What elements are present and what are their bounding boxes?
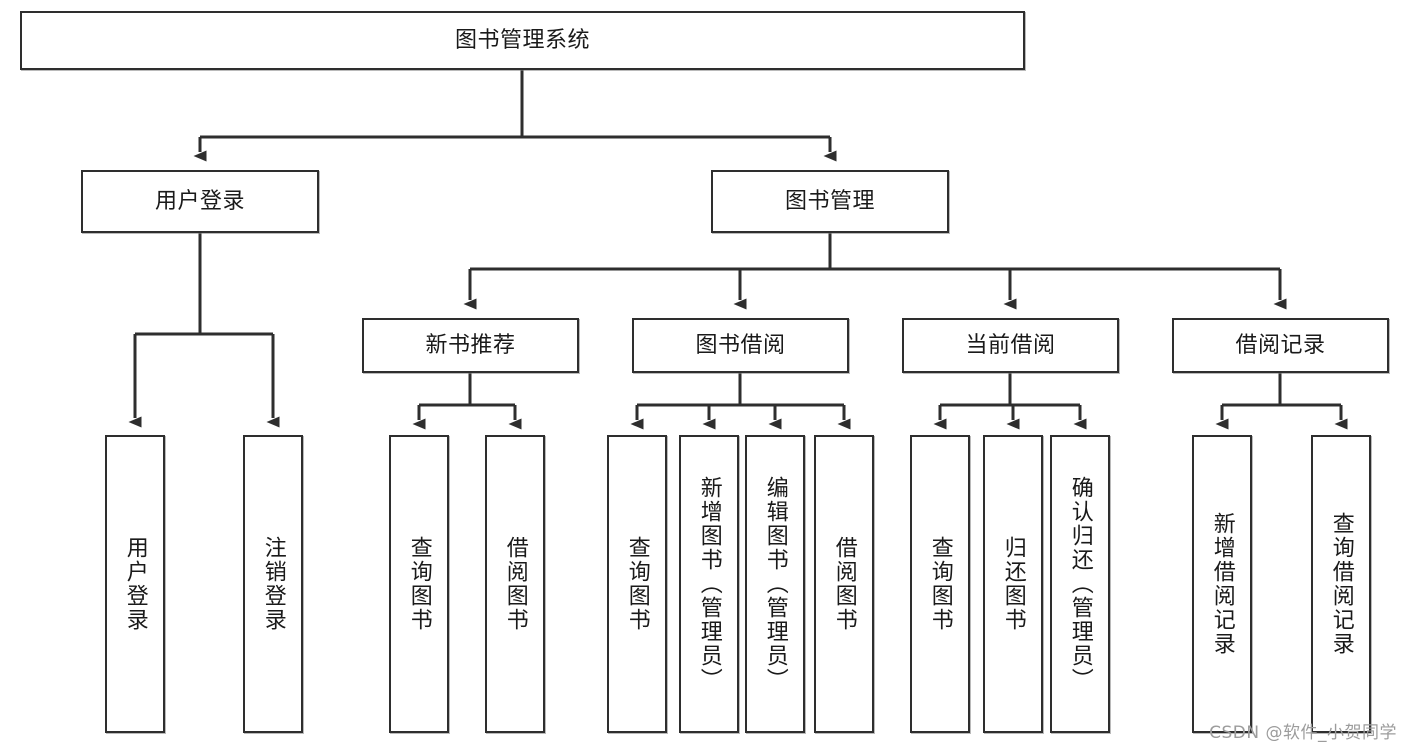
leaf-label: 借阅图书	[502, 536, 528, 632]
leaf-label: 新增借阅记录	[1209, 512, 1235, 656]
node-new-book-recommend[interactable]: 新书推荐	[362, 318, 579, 373]
leaf-label: 借阅图书	[831, 536, 857, 632]
leaf-label: 用户登录	[122, 536, 148, 632]
leaf-query-book-3[interactable]: 查询图书	[910, 435, 970, 733]
leaf-label: 注销登录	[260, 536, 286, 632]
node-borrow-record[interactable]: 借阅记录	[1172, 318, 1389, 373]
node-root-system[interactable]: 图书管理系统	[20, 11, 1025, 70]
leaf-label: 归还图书	[1000, 536, 1026, 632]
leaf-add-borrow-record[interactable]: 新增借阅记录	[1192, 435, 1252, 733]
leaf-query-borrow-record[interactable]: 查询借阅记录	[1311, 435, 1371, 733]
leaf-edit-book-admin[interactable]: 编辑图书（管理员）	[745, 435, 805, 733]
leaf-label: 确认归还（管理员）	[1067, 476, 1093, 692]
node-label: 借阅记录	[1235, 332, 1326, 358]
leaf-user-login[interactable]: 用户登录	[105, 435, 165, 733]
node-user-login[interactable]: 用户登录	[81, 170, 319, 233]
leaf-query-book-2[interactable]: 查询图书	[607, 435, 667, 733]
leaf-label: 查询图书	[927, 536, 953, 632]
leaf-query-book-1[interactable]: 查询图书	[389, 435, 449, 733]
node-label: 用户登录	[154, 188, 245, 214]
node-label: 新书推荐	[425, 332, 516, 358]
node-label: 图书借阅	[695, 332, 786, 358]
leaf-label: 查询图书	[406, 536, 432, 632]
leaf-add-book-admin[interactable]: 新增图书（管理员）	[679, 435, 739, 733]
leaf-return-book[interactable]: 归还图书	[983, 435, 1043, 733]
node-book-manage[interactable]: 图书管理	[711, 170, 949, 233]
leaf-confirm-return-admin[interactable]: 确认归还（管理员）	[1050, 435, 1110, 733]
node-label: 图书管理系统	[454, 27, 590, 53]
leaf-label: 查询借阅记录	[1328, 512, 1354, 656]
node-book-borrow[interactable]: 图书借阅	[632, 318, 849, 373]
leaf-label: 查询图书	[624, 536, 650, 632]
node-label: 图书管理	[784, 188, 875, 214]
leaf-label: 新增图书（管理员）	[696, 476, 722, 692]
leaf-borrow-book-1[interactable]: 借阅图书	[485, 435, 545, 733]
node-current-borrow[interactable]: 当前借阅	[902, 318, 1119, 373]
watermark-text: CSDN @软件_小贺同学	[1209, 723, 1397, 743]
node-label: 当前借阅	[965, 332, 1056, 358]
leaf-label: 编辑图书（管理员）	[762, 476, 788, 692]
leaf-logout[interactable]: 注销登录	[243, 435, 303, 733]
leaf-borrow-book-2[interactable]: 借阅图书	[814, 435, 874, 733]
